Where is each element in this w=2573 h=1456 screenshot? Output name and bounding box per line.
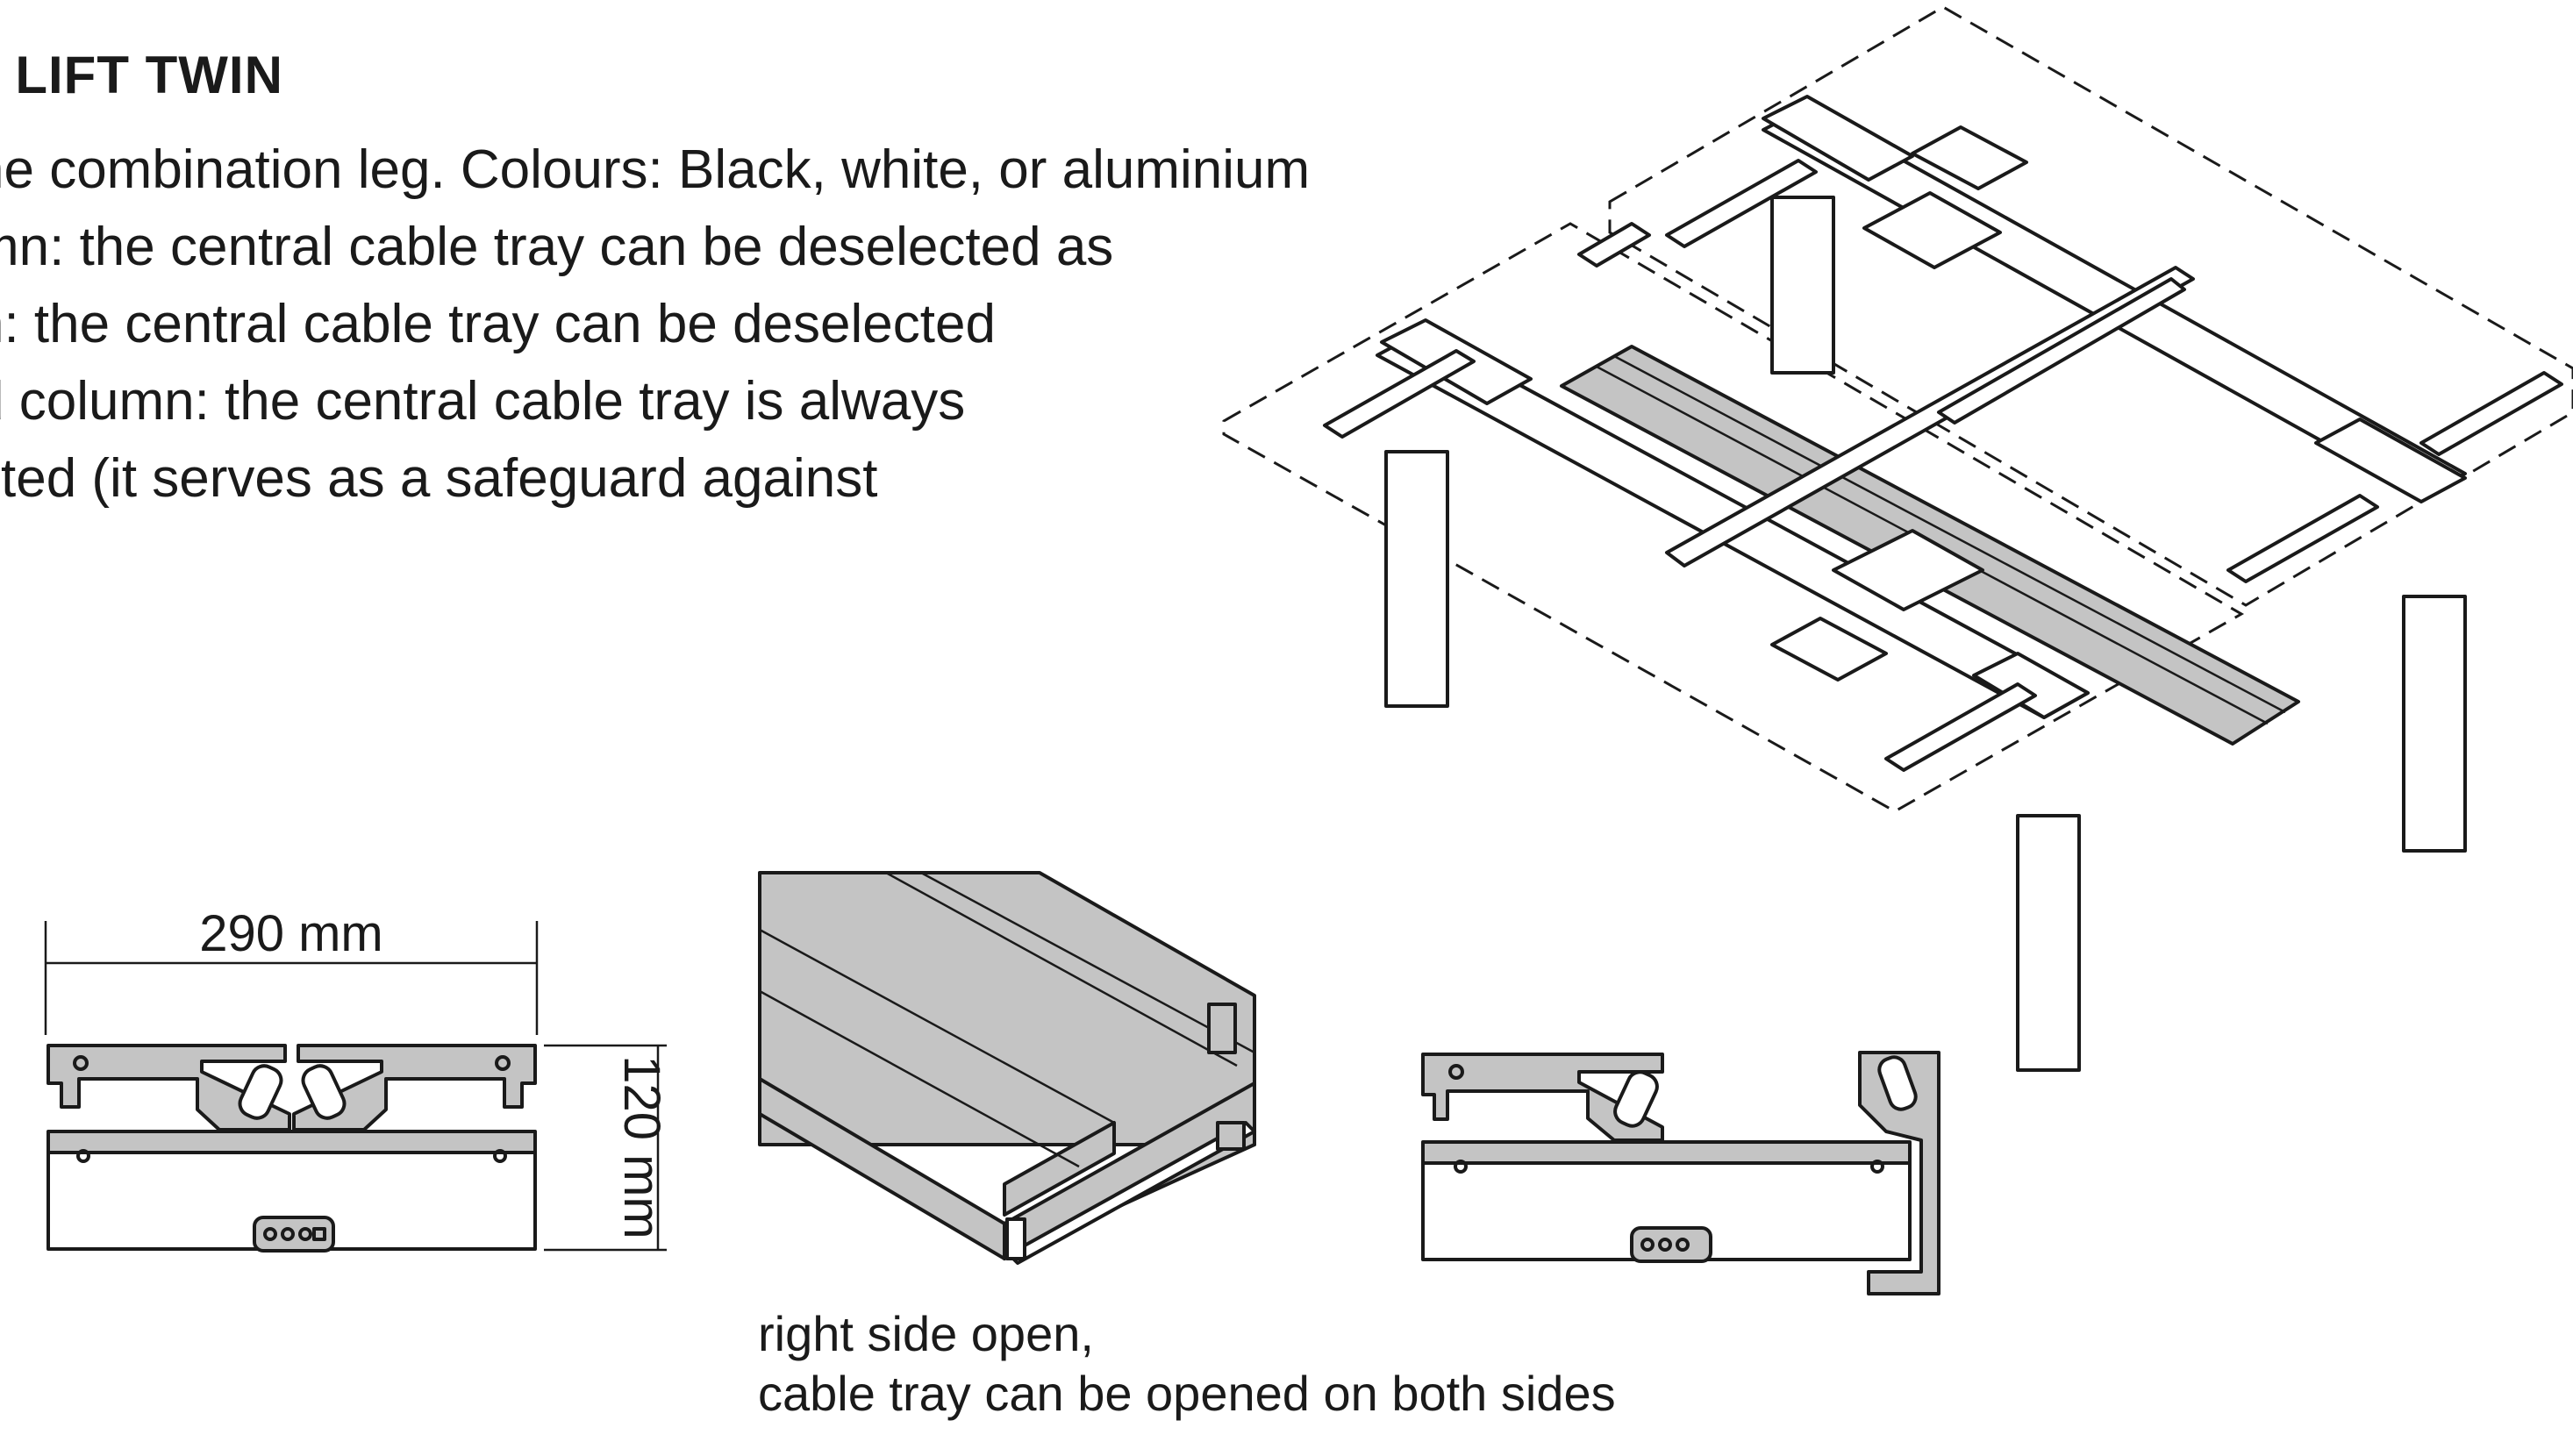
tray-top-surface <box>758 871 1256 1146</box>
screw <box>493 1149 507 1163</box>
control-panel <box>1911 125 2028 190</box>
tray-groove <box>759 989 1080 1168</box>
intro-line: he combination leg. Colours: Black, whit… <box>0 139 1311 200</box>
rail-bar <box>46 1130 537 1154</box>
heading-text: LIFT TWIN <box>15 46 283 104</box>
caption-line: right side open, <box>758 1306 1094 1361</box>
screw <box>495 1055 511 1071</box>
desk-isometric-drawing <box>1222 5 2573 1072</box>
left-bracket <box>46 1044 291 1131</box>
cable-tray-front-view: 290 mm 120 mm <box>44 905 670 1253</box>
rail-bar <box>1421 1140 1912 1165</box>
tray-groove <box>759 928 1115 1124</box>
intro-line: mn: the central cable tray can be desele… <box>0 217 1114 277</box>
intro-line: n: the central cable tray can be deselec… <box>0 294 996 354</box>
tray-groove <box>885 871 1238 1067</box>
socket-pin <box>1658 1238 1672 1252</box>
hinge-pin <box>1877 1055 1918 1111</box>
tray-groove <box>1613 354 2286 714</box>
figure-caption: right side open, cable tray can be opene… <box>758 1304 1616 1424</box>
right-bracket <box>292 1044 537 1131</box>
leg-bracket <box>2314 418 2467 503</box>
screw <box>73 1055 89 1071</box>
tray-groove <box>920 871 1255 1054</box>
socket-pin <box>1676 1238 1690 1252</box>
tray-clip <box>1207 1003 1237 1054</box>
support-arm <box>1884 682 2037 772</box>
caption-line: cable tray can be opened on both sides <box>758 1366 1616 1421</box>
height-dimension-label: 120 mm <box>613 1055 670 1239</box>
screw <box>1454 1160 1468 1174</box>
hinge-pin <box>238 1064 283 1120</box>
tray-clip <box>1005 1217 1026 1260</box>
support-arm <box>1577 222 1651 268</box>
leg-back-right <box>2402 595 2467 853</box>
desk-legs <box>1384 196 2467 1072</box>
hinge-pin <box>1613 1070 1659 1128</box>
socket-pin <box>281 1227 295 1241</box>
socket-pin <box>312 1227 326 1241</box>
screw <box>1448 1064 1464 1080</box>
open-flap <box>1858 1051 1940 1295</box>
page-heading: . LIFT TWIN <box>0 49 283 102</box>
control-box <box>1832 529 1984 611</box>
width-dimension-label: 290 mm <box>199 905 383 962</box>
tray-lid-end <box>1003 1121 1116 1217</box>
support-arm <box>1665 159 1818 248</box>
open-bracket <box>1421 1053 1664 1142</box>
tray-clip <box>1216 1121 1246 1151</box>
socket-pin <box>263 1227 277 1241</box>
support-arm <box>2419 371 2563 456</box>
cable-tray-perspective <box>758 871 1256 1265</box>
control-panel <box>1770 617 1888 682</box>
leg-bracket <box>1762 95 1914 182</box>
socket-pin <box>1640 1238 1655 1252</box>
support-arm <box>2226 494 2379 583</box>
control-box <box>1862 191 2002 269</box>
leg-back-left <box>1770 196 1835 375</box>
intro-line: cted (it serves as a safeguard against <box>0 448 878 509</box>
leg-front-right <box>2016 814 2081 1072</box>
leg-front-left <box>1384 450 1449 708</box>
tray-body <box>1421 1161 1912 1261</box>
screw <box>76 1149 90 1163</box>
cable-tray-open-side-view <box>1421 1051 1940 1295</box>
desktop-outline-front <box>1222 222 2245 813</box>
support-arm <box>1323 349 1476 439</box>
screw <box>1870 1160 1884 1174</box>
centre-rail-2 <box>1937 277 2186 425</box>
intro-line: d column: the central cable tray is alwa… <box>0 371 966 432</box>
desktop-outline-back <box>1608 5 2573 607</box>
socket-pin <box>298 1227 312 1241</box>
intro-paragraph: he combination leg. Colours: Black, whit… <box>0 132 1310 517</box>
hinge-pin <box>301 1064 347 1120</box>
